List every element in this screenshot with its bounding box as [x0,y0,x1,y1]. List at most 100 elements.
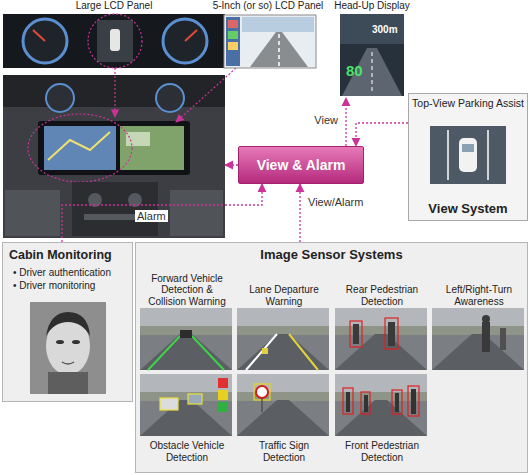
dotted-connector [299,184,300,242]
illustration-part [462,144,474,152]
illustration-part [56,340,64,344]
function-item: Lane Departure Warning [238,263,330,371]
function-item: Left/Right-Turn Awareness [433,263,525,371]
illustration-part [140,308,232,370]
illustration-part [289,334,318,370]
illustration-part [38,121,190,175]
cabin-ground [2,242,133,402]
illustration-part [256,386,268,398]
display-node: Large LCD Panel [3,0,225,238]
node-title: 5-Inch (or so) LCD Panel [213,0,324,11]
hub-box: View & Alarm [238,146,364,184]
illustration-part [447,130,449,180]
illustration-part [48,372,88,394]
illustration-part [224,15,316,68]
forward-vehicle-photo [140,308,232,370]
illustration-part [110,29,120,51]
illustration-part [3,75,225,238]
illustration-part [388,322,395,346]
system-box: Top-View Parking AssistView System [408,93,528,221]
illustration-part [343,388,353,414]
illustration-part [62,362,74,364]
illustration-part [482,315,490,323]
node-title: Cabin Monitoring [9,248,126,262]
illustration-part [353,324,359,344]
node-title: Top-View Parking Assist [411,97,525,109]
illustration-part [160,398,178,410]
illustration-part [250,32,308,67]
lane-departure-photo [237,308,329,370]
illustration-part [46,84,74,112]
illustration-part [140,374,232,436]
illustration-part [228,42,238,50]
illustration-part [148,336,180,370]
node-title: View & Alarm [257,157,346,173]
illustration-part [33,30,45,41]
illustration-part [361,392,370,414]
node-text: • Driver authentication [9,266,126,279]
hud-photo [340,14,404,96]
illustration-part [192,336,224,370]
illustration-part [350,321,362,347]
function-item: Traffic Sign Detection [238,375,330,471]
node-title: Image Sensor Systems [136,247,527,262]
illustration-part [48,132,110,160]
illustration-part [120,126,184,170]
illustration-part [342,48,402,96]
dotted-connector [225,164,238,165]
illustration-part [237,374,329,436]
small-lcd-photo [224,15,316,68]
illustration-part [228,20,238,28]
dotted-connector [62,184,262,242]
meter-photo [3,14,225,68]
illustration-part [254,384,270,400]
dotted-connector [345,98,346,146]
illustration-part [411,389,416,414]
illustration-part [5,190,60,236]
illustration-part [432,308,524,370]
leader-line [176,68,236,122]
node-title: Forward Vehicle Detection & Collision Wa… [141,273,233,308]
illustration-part [163,19,207,63]
illustration-part [3,75,225,107]
illustration-part [278,34,280,66]
illustration-part [364,395,368,412]
system-box: Cabin Monitoring• Driver authentication•… [2,242,133,402]
function-item: Rear Pedestrian Detection [336,263,428,371]
node-title: Left/Right-Turn Awareness [433,284,525,307]
illustration-part [459,138,477,172]
illustration-part [371,52,372,94]
node-title: Obstacle Vehicle Detection [141,440,233,463]
illustration-part [46,312,90,336]
illustration-part [261,398,262,412]
sensor-ground [135,242,528,473]
illustration-part [188,394,202,404]
edge-label: Alarm [135,210,168,222]
function-item: Obstacle Vehicle Detection [141,375,233,471]
node-title: Large LCD Panel [76,0,153,11]
illustration-part [430,126,506,184]
node-title: Front Pedestrian Detection [336,440,428,463]
edge-label: View [312,114,340,126]
illustration-part [126,132,150,146]
node-title: Traffic Sign Detection [238,440,330,463]
node-title: Rear Pedestrian Detection [336,284,428,307]
illustration-part [340,14,404,96]
illustration-part [340,14,404,44]
driver-face-photo [30,302,106,394]
illustration-part [30,302,106,394]
edge-label: View/Alarm [306,196,365,208]
illustration-part [500,328,506,350]
illustration-part [3,14,225,68]
illustration-part [185,30,197,41]
front-pedestrian-photo [335,374,427,436]
illustration-part [97,20,133,62]
illustration-part [218,390,228,400]
illustration-part [156,84,184,112]
rear-pedestrian-photo [335,308,427,370]
display-reading: 300m [372,24,398,35]
top-view-photo [430,126,506,184]
